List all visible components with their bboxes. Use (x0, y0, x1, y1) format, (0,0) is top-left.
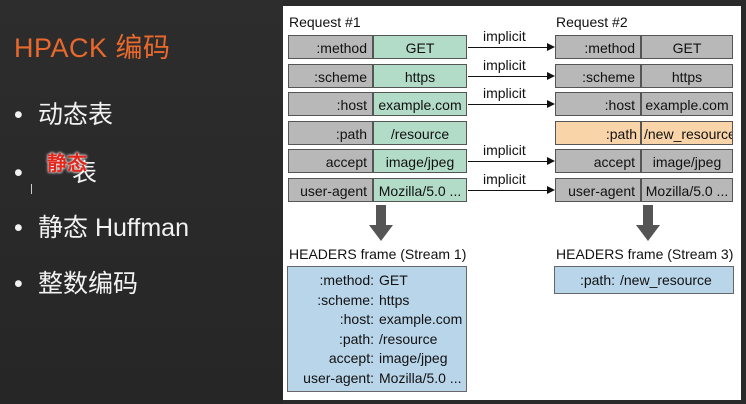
implicit-arrow-line (468, 75, 548, 77)
request1-value: Mozilla/5.0 ... (373, 177, 467, 202)
request2-value: Mozilla/5.0 ... (641, 177, 733, 202)
bullet-dot: • (14, 214, 23, 242)
bullet-dot: • (14, 159, 23, 187)
frame1-row: :path: /resource (288, 331, 437, 347)
request1-key: accept (288, 149, 373, 173)
request2-key: :method (555, 35, 641, 59)
frame1-row: user-agent: Mozilla/5.0 ... (288, 370, 461, 386)
frame1-value: image/jpeg (379, 350, 448, 366)
frame1-value: https (379, 291, 410, 308)
request1-key: :method (288, 35, 373, 59)
arrowhead-icon (547, 43, 555, 51)
implicit-label: implicit (483, 170, 526, 187)
frame1-row: :scheme: https (288, 292, 409, 308)
request1-value: /resource (373, 120, 467, 145)
request1-key: :path (288, 120, 373, 145)
frame3-box: :path: /new_resource (554, 266, 734, 294)
frame1-value: GET (379, 272, 408, 288)
slide-title: HPACK 编码 (14, 33, 171, 63)
implicit-label: implicit (483, 28, 526, 44)
frame3-value: /new_resource (620, 272, 712, 288)
frame1-row: :host: example.com (288, 311, 463, 327)
implicit-label: implicit (483, 85, 526, 101)
arrowhead-icon (547, 71, 555, 80)
request1-key: :host (288, 92, 373, 116)
request2-key: :host (555, 92, 641, 116)
frame3-key: :path: (579, 272, 615, 288)
frame1-key: :host: (339, 311, 374, 327)
implicit-label: implicit (483, 56, 526, 73)
request1-value: image/jpeg (373, 149, 467, 173)
request2-value: /new_resource (641, 120, 733, 145)
frame1-key: accept: (328, 350, 374, 366)
frame1-title: HEADERS frame (Stream 1) (289, 246, 467, 262)
request1-key: :scheme (288, 63, 373, 88)
down-arrow-icon (369, 205, 393, 241)
bullet-dot: • (14, 101, 23, 129)
implicit-arrow-line (468, 189, 548, 191)
implicit-arrow-line (468, 47, 548, 48)
request1-key: user-agent (288, 177, 373, 202)
request2-value: image/jpeg (641, 149, 733, 173)
frame3-row: :path: /new_resource (555, 272, 712, 288)
frame1-key: :method: (319, 272, 374, 288)
bullet-dot: • (14, 270, 23, 298)
bullet-static-table: •表 (14, 159, 98, 187)
frame1-row: :method: GET (288, 272, 408, 288)
frame1-value: /resource (379, 330, 438, 347)
frame1-value: Mozilla/5.0 ... (379, 369, 462, 386)
implicit-arrow-line (468, 104, 548, 105)
request2-value: GET (641, 35, 733, 59)
frame3-title: HEADERS frame (Stream 3) (556, 246, 734, 262)
bullet-static-huffman: •静态 Huffman (14, 214, 189, 242)
arrowhead-icon (547, 100, 555, 108)
request2-key: :path (555, 120, 641, 145)
request2-title: Request #2 (556, 14, 628, 30)
bullet-dynamic-table: •动态表 (14, 101, 114, 129)
implicit-label: implicit (483, 142, 526, 158)
request1-value: https (373, 63, 467, 88)
text-cursor (31, 184, 32, 194)
implicit-arrow-line (468, 161, 548, 162)
frame1-box: :method: GET :scheme: https :host: example.co… (287, 266, 467, 392)
request2-key: accept (555, 149, 641, 173)
frame1-key: :scheme: (317, 291, 374, 308)
frame1-key: user-agent: (303, 369, 374, 386)
request2-value: https (641, 63, 733, 88)
request2-value: example.com (641, 92, 733, 116)
request1-value: example.com (373, 92, 467, 116)
slide-left-panel: HPACK 编码 •动态表 •表 静态 •静态 Huffman •整数编码 (0, 0, 283, 404)
arrowhead-icon (547, 157, 555, 165)
down-arrow-icon (636, 205, 660, 241)
request1-value: GET (373, 35, 467, 59)
request1-title: Request #1 (289, 14, 361, 30)
overlay-static-text: 静态 (47, 153, 87, 175)
request2-key: :scheme (555, 63, 641, 88)
bullet-integer-encoding: •整数编码 (14, 270, 139, 298)
frame1-key: :path: (338, 330, 374, 347)
arrowhead-icon (547, 185, 555, 194)
frame1-row: accept: image/jpeg (288, 350, 448, 366)
frame1-value: example.com (379, 311, 463, 327)
request2-key: user-agent (555, 177, 641, 202)
